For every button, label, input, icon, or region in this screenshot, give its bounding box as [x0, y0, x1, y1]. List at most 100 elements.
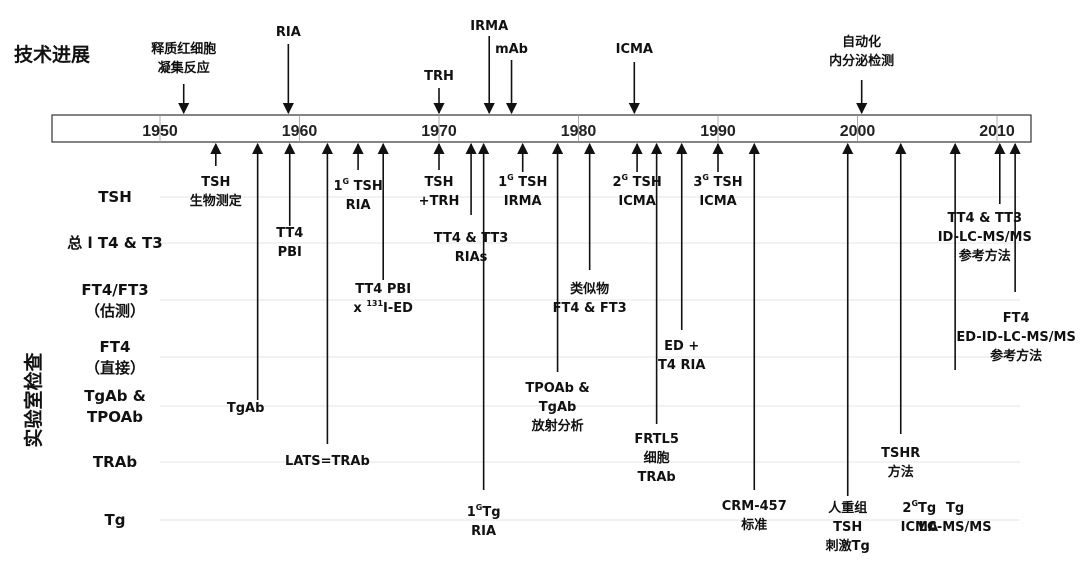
year-label: 1980 [561, 123, 597, 140]
tech-event: mAb [495, 42, 528, 115]
lab-event: LATS=TRAb [285, 142, 370, 469]
lab-event-text: LC-MS/MS [919, 520, 992, 535]
lab-event-text: TT4 & TT3 [434, 231, 509, 246]
lab-event: 类似物 FT4 & FT3 [553, 142, 627, 316]
lab-event-text: 方法 [888, 464, 914, 480]
lab-event-text: LATS=TRAb [285, 454, 370, 469]
row-label: TPOAb [87, 408, 143, 426]
lab-event: TSH 生物测定 [190, 142, 242, 209]
lab-event-text: T4 RIA [658, 358, 705, 373]
lab-event-text: CRM-457 [722, 499, 787, 514]
lab-event: ED +T4 RIA [658, 142, 705, 373]
lab-event-text: 人重组 [828, 500, 867, 516]
tech-event: IRMA [470, 19, 508, 115]
lab-event: TSHR 方法 [881, 142, 920, 480]
lab-event-text: 标准 [740, 517, 767, 533]
lab-event-text: ICMA [699, 194, 736, 209]
lab-event-text: 2GTg [902, 499, 936, 516]
row-guides [160, 196, 1020, 521]
lab-event: TT4 PBI x 131I-ED [353, 142, 413, 316]
row-label: （直接） [85, 359, 145, 377]
lab-event: FRTL5 细胞 TRAb [634, 142, 679, 485]
year-label: 2010 [979, 123, 1015, 140]
lab-event-text: TSH [833, 520, 862, 535]
year-label: 1970 [421, 123, 457, 140]
lab-event-text: 类似物 [570, 281, 609, 297]
row-label: Tg [105, 511, 126, 529]
lab-event-text: RIAs [455, 250, 488, 265]
year-ticks: 1950 1960 1970 1980 1990 2000 2010 [142, 115, 1015, 142]
lab-event-text: x 131I-ED [353, 299, 413, 316]
lab-event-text: 1GTg [467, 503, 501, 520]
row-label: （估测） [85, 302, 145, 320]
tech-event-text: mAb [495, 42, 528, 57]
lab-tests-label: 实验室检查 [22, 352, 45, 448]
row-label: TSH [98, 188, 132, 206]
tech-event-text: TRH [424, 69, 454, 84]
lab-event-text: FRTL5 [634, 432, 679, 447]
lab-event-text: FT4 [1003, 311, 1030, 326]
tech-event: RIA [276, 25, 301, 115]
lab-event-text: TgAb [227, 401, 265, 416]
lab-event-text: TgAb [539, 400, 577, 415]
lab-event-text: 细胞 [644, 450, 670, 466]
lab-event-text: TT4 [276, 226, 303, 241]
tech-event: TRH [424, 69, 454, 115]
lab-event-text: 刺激Tg [826, 538, 870, 554]
lab-event-text: ED-ID-LC-MS/MS [956, 330, 1075, 345]
lab-event-text: ICMA [618, 194, 655, 209]
lab-event-text: 参考方法 [990, 348, 1042, 364]
lab-event-text: TSH [424, 175, 453, 190]
row-label: TRAb [93, 453, 137, 471]
row-label: FT4/FT3 [81, 281, 148, 299]
lab-event-text: TSHR [881, 446, 920, 461]
lab-event-text: +TRH [419, 194, 460, 209]
lab-event-text: 1G TSH [333, 177, 382, 194]
lab-event-text: IRMA [504, 194, 542, 209]
lab-event: TSH +TRH [419, 142, 460, 209]
lab-event-text: 1G TSH [498, 173, 547, 190]
lab-event-text: 生物测定 [190, 193, 242, 209]
lab-event-text: TSH [201, 175, 230, 190]
year-label: 1950 [142, 123, 178, 140]
tech-progress-label: 技术进展 [14, 43, 90, 66]
lab-event-text: TT4 & TT3 [948, 211, 1023, 226]
lab-event: TgAb [227, 142, 265, 416]
year-label: 1960 [282, 123, 318, 140]
lab-event: 1G TSH IRMA [498, 142, 547, 209]
lab-event-text: PBI [278, 245, 302, 260]
tech-event-text: RIA [276, 25, 301, 40]
row-label: FT4 [100, 338, 131, 356]
lab-event-text: ICMA [901, 520, 938, 535]
tech-event: ICMA [616, 42, 653, 115]
year-label: 2000 [840, 123, 876, 140]
timeline-bar [51, 114, 1032, 143]
row-label: 总 l T4 & T3 [67, 234, 162, 252]
lab-event-text: TRAb [637, 470, 675, 485]
lab-event-text: FT4 & FT3 [553, 301, 627, 316]
row-label: TgAb & [84, 387, 146, 405]
tech-event-text: 自动化 [842, 34, 881, 50]
lab-event-text: TPOAb & [525, 381, 589, 396]
year-label: 1990 [700, 123, 736, 140]
tech-event-text: 凝集反应 [158, 60, 210, 76]
tech-event-text: 释质红细胞 [151, 41, 216, 57]
lab-event-text: 放射分析 [531, 418, 584, 434]
lab-event-text: TT4 PBI [355, 282, 411, 297]
tech-event-text: IRMA [470, 19, 508, 34]
lab-event-text: RIA [471, 524, 496, 539]
